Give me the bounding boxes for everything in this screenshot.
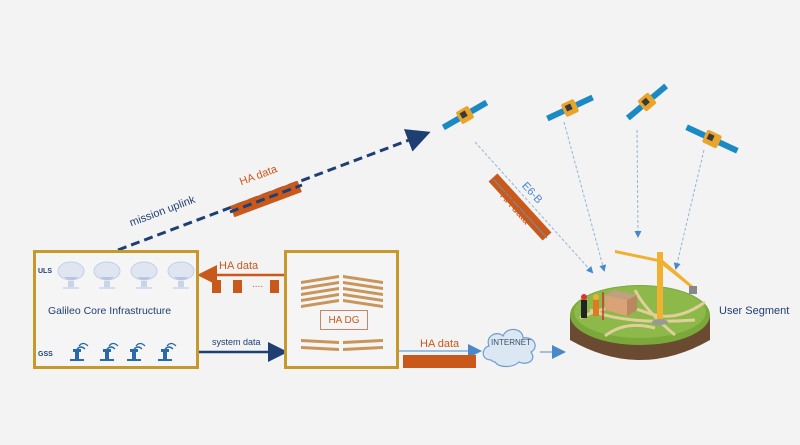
uls-label: ULS — [38, 268, 52, 275]
ha-dg-box: HA DG — [284, 250, 399, 369]
satellite-icon — [625, 83, 669, 121]
gss-label: GSS — [38, 351, 53, 358]
ground-station-icon — [127, 342, 146, 361]
return-packet-2 — [233, 280, 242, 293]
satellite-icon — [441, 99, 489, 131]
return-packet-3 — [270, 280, 279, 293]
return-data-label: HA data — [219, 260, 259, 272]
server-stack-icon — [301, 275, 383, 351]
dish-antenna-icon — [93, 261, 121, 289]
ha-dg-label: HA DG — [320, 310, 368, 330]
sat2-signal-line — [563, 121, 607, 272]
ground-station-icon — [70, 342, 89, 361]
user-segment-illustration — [570, 250, 710, 360]
galileo-core-box: ULS Galileo Core Infrastructure GSS — [33, 250, 199, 369]
mission-uplink-line — [117, 129, 431, 252]
internet-packet — [403, 355, 476, 368]
building-icon — [605, 290, 637, 316]
system-data-label: system data — [212, 337, 261, 347]
uls-antenna-row — [57, 261, 195, 289]
dish-antenna-icon — [57, 261, 85, 289]
user-segment-label: User Segment — [719, 305, 790, 317]
cloud-icon — [482, 328, 536, 368]
e6b-signal-line — [474, 141, 594, 274]
dish-antenna-icon — [167, 261, 195, 289]
sat3-signal-line — [634, 129, 642, 238]
sat4-signal-line — [673, 149, 705, 270]
uplink-packet — [230, 180, 302, 218]
crane-icon — [615, 250, 697, 325]
return-packet-1 — [212, 280, 221, 293]
surveyor-icon — [581, 292, 604, 320]
internet-data-label: HA data — [420, 338, 460, 350]
ground-station-icon — [158, 342, 177, 361]
e6b-packet — [488, 173, 552, 241]
core-title: Galileo Core Infrastructure — [48, 305, 172, 317]
internet-label: INTERNET — [491, 338, 531, 347]
return-ellipsis: .... — [252, 279, 264, 290]
satellite-icon — [685, 124, 739, 154]
gss-antenna-row — [70, 342, 177, 361]
dish-antenna-icon — [130, 261, 158, 289]
satellite-icon — [546, 94, 594, 122]
ground-station-icon — [100, 342, 119, 361]
